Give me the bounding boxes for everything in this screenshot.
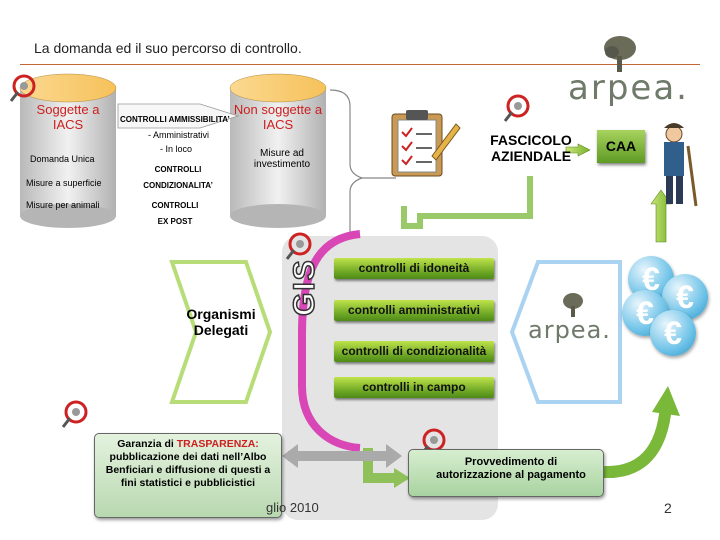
- label-amministrativi: - Amministrativi: [148, 130, 210, 140]
- cylinder-left-bottom: [20, 204, 116, 228]
- tree-icon: [563, 293, 583, 317]
- provvedimento-box: Provvedimento di autorizzazione al pagam…: [408, 449, 604, 497]
- gis-magenta-ring: [298, 230, 361, 452]
- arrow-caa-to-fascicolo: [565, 143, 591, 157]
- cylinder-left-body: [20, 88, 116, 216]
- arrow-ammissibilita-shape: [117, 103, 240, 129]
- arrow-fascicolo-gis: [401, 176, 533, 229]
- cylinder-right-bottom: [230, 204, 326, 228]
- arpea-logo-text: arpea.: [568, 68, 689, 108]
- gis-label: GIS: [287, 258, 322, 317]
- fascicolo-aziendale-label: FASCICOLO AZIENDALE: [490, 132, 572, 164]
- label-controlli-condizionalita: CONTROLLI CONDIZIONALITA’: [143, 165, 213, 190]
- label-in-loco: - In loco: [160, 144, 193, 154]
- stamp-icon: [503, 94, 530, 122]
- garanzia-body: pubblicazione dei dati nell’Albo Benfici…: [105, 451, 271, 489]
- provvedimento-label: Provvedimento di autorizzazione al pagam…: [436, 456, 586, 481]
- title-divider: [20, 64, 700, 65]
- stamp-icon: [61, 400, 88, 428]
- footer-date: glio 2010: [266, 500, 319, 515]
- organismi-delegati-label: Organismi Delegati: [186, 306, 256, 338]
- bracket: [329, 89, 364, 251]
- euro-coin-icon: €: [650, 310, 696, 356]
- tree-icon: [604, 36, 636, 72]
- cylinder-right-body: [230, 88, 326, 216]
- cylinder-left-top: [19, 73, 117, 103]
- cylinder-left-item-0: Domanda Unica: [30, 154, 95, 164]
- bar-controlli-in-campo: controlli in campo: [334, 377, 494, 398]
- bar-controlli-idoneita: controlli di idoneità: [334, 258, 494, 279]
- arpea-logo-mid-text: arpea.: [528, 316, 611, 344]
- garanzia-highlight: TRASPARENZA:: [176, 438, 259, 450]
- cylinder-left-title: Soggette a IACS: [36, 102, 100, 132]
- euro-coin-icon: €: [662, 274, 708, 320]
- chevron-arpea: [509, 260, 622, 404]
- stamp-icon: [285, 232, 312, 260]
- chevron-organismi-delegati: [169, 260, 273, 404]
- cylinder-left-item-1: Misure a superficie: [26, 178, 102, 188]
- cylinder-left-item-2: Misure per animali: [26, 200, 100, 210]
- garanzia-text: Garanzia di TRASPARENZA: pubblicazione d…: [95, 434, 281, 494]
- cylinder-right-title: Non soggette a IACS: [233, 102, 323, 132]
- farmer-icon: [664, 123, 698, 207]
- arrow-provvedimento-euro-head: [652, 386, 680, 416]
- slide-title: La domanda ed il suo percorso di control…: [34, 40, 302, 56]
- bar-controlli-condizionalita: controlli di condizionalità: [334, 341, 494, 362]
- arpea-logo-mid: arpea.: [528, 292, 618, 346]
- clipboard-icon: [391, 110, 461, 177]
- garanzia-prefix: Garanzia di: [117, 438, 177, 450]
- stamp-icon: [9, 74, 36, 102]
- caa-box: CAA: [597, 130, 645, 163]
- arrow-provvedimento-euro: [603, 405, 672, 479]
- cylinder-right-top: [229, 73, 327, 103]
- label-controlli-ex-post: CONTROLLI EX POST: [151, 201, 199, 226]
- bar-controlli-amministrativi: controlli amministrativi: [334, 300, 494, 321]
- label-controlli-ammissibilita: CONTROLLI AMMISSIBILITA’: [120, 115, 230, 124]
- cylinder-right-subtitle: Misure ad investimento: [253, 148, 311, 170]
- arpea-logo-top: arpea.: [548, 28, 708, 108]
- page-number: 2: [664, 500, 672, 516]
- arrow-gis-provvedimento-head: [394, 468, 410, 488]
- garanzia-box: Garanzia di TRASPARENZA: pubblicazione d…: [94, 433, 282, 518]
